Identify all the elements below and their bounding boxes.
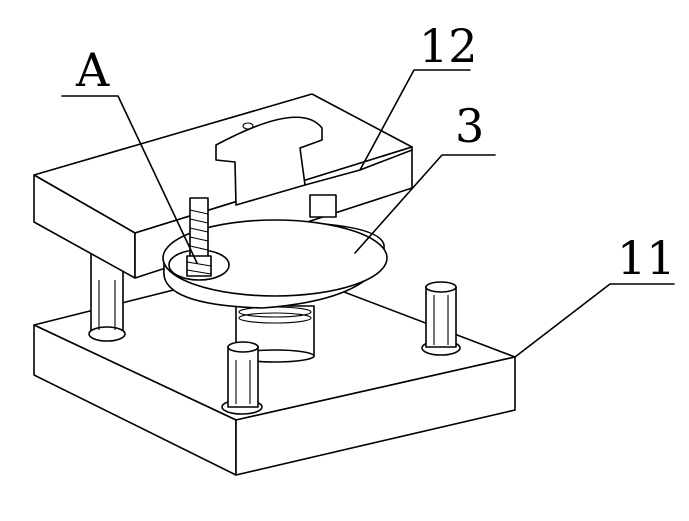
leader-11 — [514, 283, 675, 358]
leader-lines — [61, 69, 675, 358]
label-11: 11 — [617, 231, 676, 285]
pillar-back-right — [421, 281, 461, 356]
leader-3 — [354, 154, 496, 254]
label-12: 12 — [419, 19, 478, 73]
spring-screw — [168, 197, 230, 281]
label-3: 3 — [455, 99, 484, 153]
disk — [162, 219, 388, 309]
leader-12 — [359, 69, 471, 171]
leader-a — [61, 95, 198, 264]
pillar-front — [221, 341, 263, 415]
label-a: A — [75, 43, 110, 97]
